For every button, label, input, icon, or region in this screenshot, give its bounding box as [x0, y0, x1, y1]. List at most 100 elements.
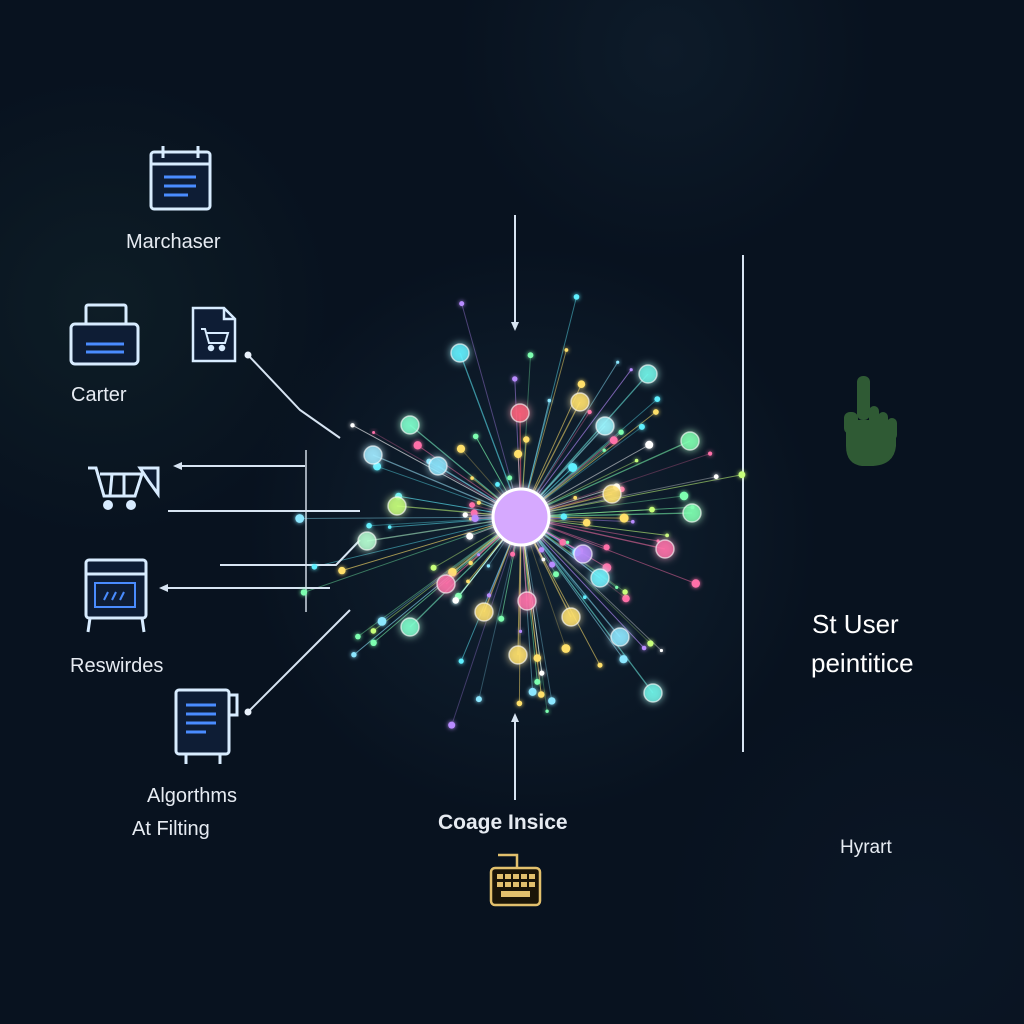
network-node-small	[537, 691, 545, 698]
network-node-small	[659, 648, 664, 653]
network-ray	[520, 296, 577, 518]
network-node-small	[654, 396, 661, 402]
network-node-small	[448, 567, 457, 577]
network-node-small	[472, 433, 479, 440]
network-node-small	[468, 517, 473, 521]
network-node	[450, 343, 470, 363]
network-node-small	[647, 640, 654, 647]
network-node-small	[615, 585, 619, 590]
network-node-small	[507, 475, 513, 481]
network-node	[517, 591, 537, 611]
label-marchaser: Marchaser	[126, 231, 221, 253]
network-node-small	[377, 617, 387, 626]
network-ray	[314, 516, 522, 568]
network-node-small	[486, 593, 492, 598]
network-node-small	[602, 448, 606, 452]
cart-document-icon	[191, 306, 237, 363]
connector-document-end	[244, 708, 252, 716]
network-node-small	[561, 644, 571, 653]
network-node-small	[653, 409, 659, 415]
network-node-small	[545, 709, 549, 713]
network-ray	[373, 516, 522, 632]
connector-lines	[159, 215, 744, 800]
network-node-small	[466, 579, 470, 584]
network-node-small	[649, 506, 655, 513]
network-node-small	[516, 700, 523, 707]
network-node	[387, 496, 407, 516]
network-node-small	[466, 532, 474, 540]
network-node-small	[476, 500, 481, 505]
network-node-small	[713, 474, 719, 480]
network-node	[400, 617, 420, 637]
network-node-small	[495, 482, 500, 487]
network-node-small	[645, 440, 654, 449]
network-node-small	[619, 655, 628, 664]
network-node	[474, 602, 494, 622]
network-node-small	[708, 451, 713, 456]
network-node-small	[679, 491, 689, 501]
network-node-small	[573, 495, 578, 500]
network-node-small	[295, 514, 305, 523]
network-node-small	[534, 678, 541, 685]
network-node-small	[634, 458, 639, 463]
network-node-small	[448, 721, 456, 729]
network-node-small	[518, 629, 523, 634]
network-node-small	[597, 662, 603, 668]
network-node-small	[548, 697, 556, 705]
network-node	[590, 568, 610, 588]
network-node	[508, 645, 528, 665]
network-ray	[520, 516, 662, 651]
network-node-small	[622, 589, 628, 595]
network-node	[570, 392, 590, 412]
network-node-small	[355, 633, 361, 640]
network-node	[610, 627, 630, 647]
network-node-small	[587, 409, 592, 415]
label-carter: Carter	[71, 384, 127, 406]
network-ray	[520, 516, 696, 584]
label-peintitice: peintitice	[811, 648, 914, 678]
network-node	[436, 574, 456, 594]
network-node	[655, 539, 675, 559]
network-node-small	[523, 436, 530, 443]
network-node-small	[338, 566, 346, 575]
network-ray	[520, 361, 619, 518]
network-node	[363, 445, 383, 465]
network-node	[561, 607, 581, 627]
network-ray	[520, 516, 553, 701]
arrow-monitor-head	[159, 584, 168, 592]
network-node-small	[538, 547, 545, 553]
central-hub	[491, 487, 551, 547]
network-node-small	[638, 423, 645, 430]
network-node-small	[603, 544, 610, 551]
network-ray	[520, 398, 658, 518]
notepad-icon	[149, 146, 212, 211]
network-node-small	[616, 360, 620, 364]
network-node-small	[665, 533, 669, 538]
network-ray	[520, 516, 645, 649]
network-node-small	[456, 444, 466, 453]
connector-cart-document	[247, 354, 341, 439]
network-node-small	[622, 594, 630, 603]
network-node-small	[486, 564, 491, 568]
network-node	[595, 416, 615, 436]
network-node-small	[469, 502, 475, 508]
label-coage-insice: Coage Insice	[438, 811, 568, 834]
network-node-small	[351, 652, 357, 658]
network-nodes	[295, 294, 746, 729]
pointing-hand-icon	[844, 376, 897, 466]
monitor-icon	[84, 558, 148, 633]
network-node-small	[300, 589, 308, 596]
network-node-small	[691, 579, 700, 588]
network-node	[573, 544, 593, 564]
network-node	[680, 431, 700, 451]
network-node-small	[541, 557, 546, 562]
network-ray	[520, 369, 632, 518]
network-node-small	[618, 429, 624, 435]
network-node	[643, 683, 663, 703]
network-node-small	[527, 352, 534, 359]
network-node-small	[629, 368, 633, 372]
network-node-small	[560, 513, 567, 520]
network-node-small	[498, 615, 505, 622]
label-hyrart: Hyrart	[840, 837, 892, 858]
